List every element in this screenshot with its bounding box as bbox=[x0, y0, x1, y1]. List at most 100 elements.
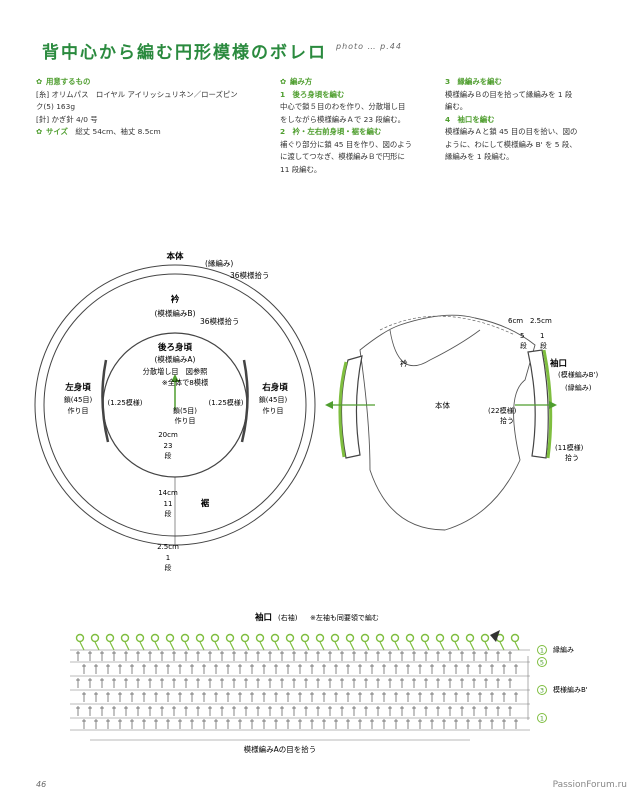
picot-icon bbox=[165, 633, 175, 643]
picot-icon bbox=[375, 633, 385, 643]
picot-stem bbox=[499, 641, 505, 651]
picot-stem bbox=[364, 641, 370, 651]
step-1-text: 中心で鎖５目のわを作り、分散増し目 bbox=[280, 102, 406, 111]
picot-icon bbox=[345, 633, 355, 643]
picot-stem bbox=[514, 641, 520, 651]
step-4-text-3: 縁編みを 1 段編む。 bbox=[445, 152, 514, 161]
picot-icon bbox=[435, 633, 445, 643]
right-arrow-head bbox=[549, 401, 557, 409]
row-marker-5 bbox=[537, 657, 547, 667]
chart-note: ※左袖も同要領で編む bbox=[310, 613, 379, 622]
picot-icon bbox=[390, 633, 400, 643]
label-25cm-s: 2.5cm bbox=[530, 317, 552, 325]
label-dan-s: 段 bbox=[520, 341, 527, 350]
stitch-symbols bbox=[76, 651, 518, 729]
label-ushiro: 後ろ身頃 bbox=[158, 342, 193, 353]
label-eri-s: 衿 bbox=[400, 358, 408, 368]
bullet-icon: ✿ bbox=[36, 77, 43, 86]
picot-stem bbox=[484, 641, 490, 651]
label-eri: 衿 bbox=[171, 294, 180, 305]
label-bunsan-2: ※全体で8模様 bbox=[162, 378, 209, 387]
picot-stem bbox=[454, 641, 460, 651]
edging-picots bbox=[75, 633, 520, 651]
step-1-heading: 1 後ろ身頃を編む bbox=[280, 89, 345, 99]
label-hirou-2: 拾う bbox=[565, 453, 579, 462]
picot-icon bbox=[225, 633, 235, 643]
row-marker-1-text: 1 bbox=[540, 647, 544, 655]
materials-yarn: [糸] オリムパス ロイヤル アイリッシュリネン／ローズピン bbox=[36, 89, 238, 99]
picot-icon bbox=[300, 633, 310, 643]
picot-icon bbox=[75, 633, 85, 643]
label-fuchiami: (縁編み) bbox=[205, 258, 233, 268]
step-3-text-2: 編む。 bbox=[445, 102, 468, 111]
chart-bottom-label: 模様編みAの目を拾う bbox=[244, 744, 317, 754]
picot-stem bbox=[229, 641, 235, 651]
label-center-2: 作り目 bbox=[175, 416, 196, 425]
picot-icon bbox=[330, 633, 340, 643]
materials-hook: [針] かぎ針 4/0 号 bbox=[36, 114, 98, 124]
picot-stem bbox=[424, 641, 430, 651]
label-sodeguchi: 袖口 bbox=[549, 358, 567, 369]
page-title: 背中心から編む円形模様のボレロ bbox=[42, 43, 327, 63]
step-2-text-3: 11 段編む。 bbox=[280, 164, 322, 174]
picot-icon bbox=[135, 633, 145, 643]
picot-icon bbox=[255, 633, 265, 643]
picot-stem bbox=[169, 641, 175, 651]
picot-stem bbox=[94, 641, 100, 651]
label-migi-m: (1.25模様) bbox=[208, 398, 243, 407]
row-marker-1 bbox=[537, 645, 547, 655]
label-5: 5 bbox=[520, 332, 524, 340]
label-hidari-s2: 作り目 bbox=[68, 406, 89, 415]
label-bunsan-1: 分散増し目 図参照 bbox=[143, 367, 208, 376]
picot-stem bbox=[394, 641, 400, 651]
picot-stem bbox=[154, 641, 160, 651]
picot-stem bbox=[409, 641, 415, 651]
label-dan-2: 段 bbox=[165, 509, 172, 518]
label-1-s: 1 bbox=[540, 332, 544, 340]
dashed-back bbox=[379, 315, 516, 336]
label-bprime: (模様編みB') bbox=[558, 370, 598, 379]
picot-icon bbox=[405, 633, 415, 643]
materials-heading: ✿用意するもの bbox=[36, 76, 256, 89]
right-armhole bbox=[240, 359, 249, 443]
picot-icon bbox=[180, 633, 190, 643]
step-2-heading: 2 衿・左右前身頃・裾を編む bbox=[280, 127, 382, 136]
left-armhole bbox=[101, 359, 110, 443]
label-dan-s2: 段 bbox=[540, 341, 547, 350]
chart-title-sub: (右袖) bbox=[278, 613, 298, 622]
step-4-text-2: ように、わにして模様編み B' を 5 段、 bbox=[445, 139, 577, 149]
picot-icon bbox=[90, 633, 100, 643]
start-arrow-icon bbox=[490, 630, 500, 642]
row-marker-1b-text: 1 bbox=[540, 715, 544, 723]
picot-stem bbox=[124, 641, 130, 651]
label-center-1: 鎖(5目) bbox=[173, 406, 197, 415]
size-heading: ✿サイズ 総丈 54cm、袖丈 8.5cm bbox=[36, 126, 256, 139]
method-column-2: 3 縁編みを編む 模様編みＢの目を拾って縁編みを 1 段 編む。 4 袖口を編む… bbox=[445, 76, 595, 164]
label-36-a: 36模様拾う bbox=[230, 270, 270, 280]
label-ushiro-sub: (模様編みA) bbox=[155, 354, 196, 364]
bullet-icon: ✿ bbox=[36, 127, 43, 136]
label-migi-s1: 鎖(45目) bbox=[259, 395, 288, 404]
row-marker-3-text: 3 bbox=[540, 687, 544, 695]
picot-stem bbox=[319, 641, 325, 651]
picot-icon bbox=[360, 633, 370, 643]
label-suso: 裾 bbox=[201, 498, 210, 509]
label-hontai-s: 本体 bbox=[435, 400, 450, 410]
picot-icon bbox=[150, 633, 160, 643]
chart-title: 袖口 bbox=[254, 612, 272, 623]
picot-stem bbox=[379, 641, 385, 651]
picot-stem bbox=[244, 641, 250, 651]
label-22: (22模様) bbox=[488, 406, 517, 415]
left-cuff-band bbox=[340, 355, 363, 459]
page-number: 46 bbox=[36, 780, 47, 789]
label-14cm: 14cm bbox=[158, 489, 178, 497]
left-cuff-edge bbox=[338, 361, 348, 458]
label-6cm: 6cm bbox=[508, 317, 523, 325]
center-arrow-head bbox=[171, 374, 179, 382]
step-3-text: 模様編みＢの目を拾って縁編みを 1 段 bbox=[445, 89, 573, 99]
picot-icon bbox=[315, 633, 325, 643]
picot-icon bbox=[210, 633, 220, 643]
watermark: PassionForum.ru bbox=[552, 780, 627, 790]
row-label-b: 模様編みB' bbox=[553, 685, 588, 694]
